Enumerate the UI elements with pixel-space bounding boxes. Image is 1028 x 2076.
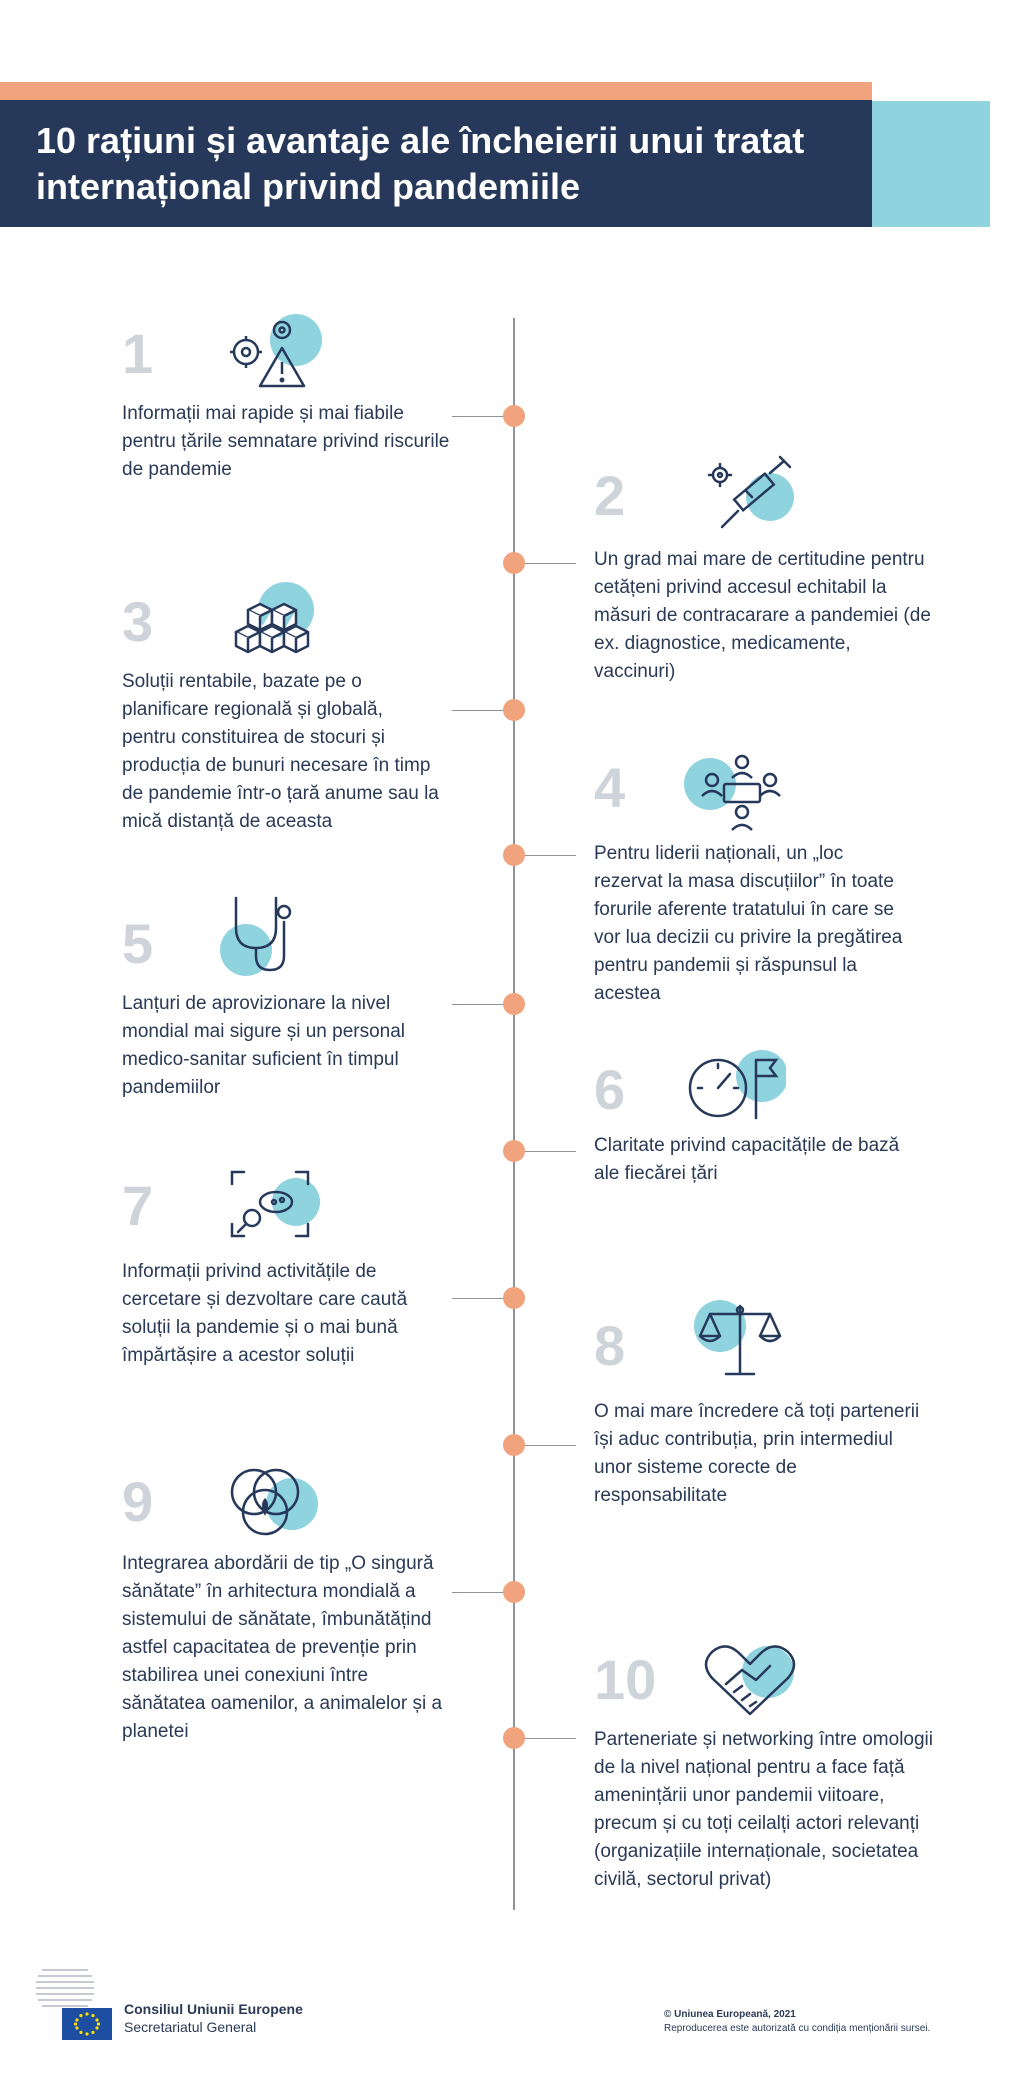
- footer-copyright: © Uniunea Europeană, 2021 Reproducerea e…: [664, 2008, 1004, 2036]
- connector-10: [516, 1738, 576, 1739]
- timeline-line: [513, 318, 515, 1910]
- venn-circles-icon: [226, 1462, 326, 1548]
- item-text-4: Pentru liderii naționali, un „loc rezerv…: [594, 843, 903, 1004]
- item-number-5: 5: [122, 912, 154, 975]
- item-text-8: O mai mare încredere că toți partenerii …: [594, 1401, 920, 1506]
- timeline-dot-10: [503, 1727, 525, 1749]
- item-number-6: 6: [594, 1058, 626, 1121]
- connector-3: [452, 710, 512, 711]
- virus-warning-icon: [226, 310, 326, 396]
- item-text-5: Lanțuri de aprovizionare la nivel mondia…: [122, 993, 406, 1098]
- timeline-dot-7: [503, 1287, 525, 1309]
- item-number-2: 2: [594, 464, 626, 527]
- org-name: Consiliul Uniunii Europene: [124, 2001, 303, 2017]
- syringe-icon: [704, 455, 804, 541]
- scales-icon: [690, 1296, 790, 1382]
- connector-4: [516, 855, 576, 856]
- microscope-research-icon: [226, 1166, 326, 1252]
- timeline-dot-5: [503, 993, 525, 1015]
- item-number-1: 1: [122, 322, 154, 385]
- connector-2: [516, 563, 576, 564]
- handshake-heart-icon: [700, 1636, 800, 1722]
- item-number-8: 8: [594, 1314, 626, 1377]
- timeline-dot-9: [503, 1581, 525, 1603]
- timeline-dot-1: [503, 405, 525, 427]
- connector-6: [516, 1151, 576, 1152]
- timeline-dot-3: [503, 699, 525, 721]
- copyright-text: © Uniunea Europeană, 2021: [664, 2009, 796, 2020]
- item-text-1: Informații mai rapide și mai fiabile pen…: [122, 403, 450, 480]
- timeline-dot-4: [503, 844, 525, 866]
- item-number-9: 9: [122, 1470, 154, 1533]
- item-text-7: Informații privind activitățile de cerce…: [122, 1261, 408, 1366]
- reproduction-note: Reproducerea este autorizată cu condiția…: [664, 2023, 931, 2034]
- header-orange-stripe: [0, 82, 872, 100]
- header-teal-block: [872, 101, 990, 227]
- stethoscope-icon: [216, 894, 316, 980]
- timeline-dot-8: [503, 1434, 525, 1456]
- eu-council-logo: [36, 1964, 116, 2040]
- header-banner: 10 rațiuni și avantaje ale încheierii un…: [0, 100, 872, 227]
- page-title: 10 rațiuni și avantaje ale încheierii un…: [36, 120, 805, 207]
- item-text-9: Integrarea abordării de tip „O singură s…: [122, 1553, 443, 1742]
- item-text-2: Un grad mai mare de certitudine pentru c…: [594, 549, 931, 682]
- item-number-3: 3: [122, 590, 154, 653]
- org-subtitle: Secretariatul General: [124, 2019, 257, 2035]
- connector-7: [452, 1298, 512, 1299]
- timeline-dot-6: [503, 1140, 525, 1162]
- item-number-10: 10: [594, 1648, 657, 1711]
- item-text-6: Claritate privind capacitățile de bază a…: [594, 1135, 900, 1184]
- item-number-4: 4: [594, 756, 626, 819]
- connector-5: [452, 1004, 512, 1005]
- gauge-flag-icon: [686, 1046, 788, 1132]
- footer-organization: Consiliul Uniunii Europene Secretariatul…: [124, 2000, 303, 2036]
- item-number-7: 7: [122, 1174, 154, 1237]
- meeting-table-icon: [682, 750, 782, 836]
- item-text-10: Parteneriate și networking între omologi…: [594, 1729, 934, 1890]
- item-text-3: Soluții rentabile, bazate pe o planifica…: [122, 671, 439, 832]
- connector-9: [452, 1592, 512, 1593]
- connector-8: [516, 1445, 576, 1446]
- boxes-icon: [222, 580, 322, 666]
- timeline-dot-2: [503, 552, 525, 574]
- connector-1: [452, 416, 512, 417]
